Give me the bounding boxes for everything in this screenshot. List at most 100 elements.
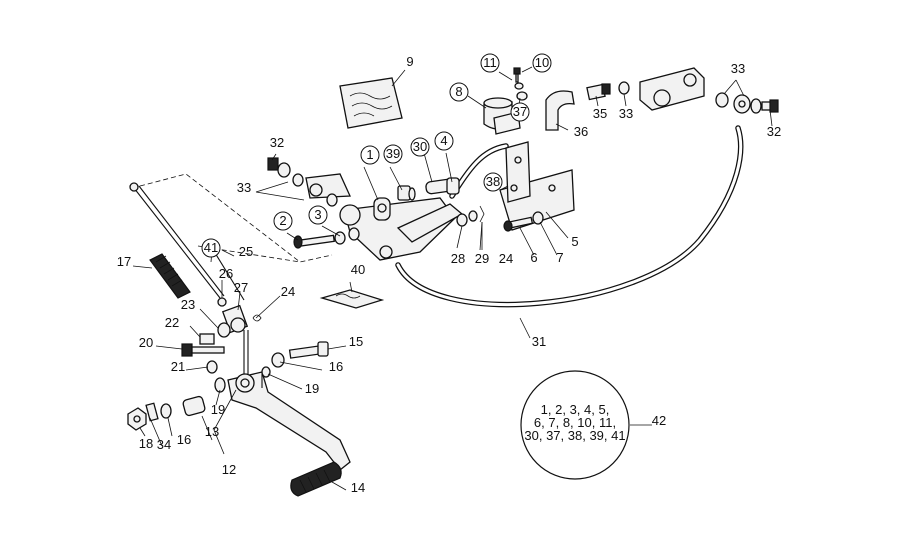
callout-number: 5 xyxy=(571,234,578,249)
callout-number: 38 xyxy=(486,174,500,189)
callout-number: 24 xyxy=(499,251,513,266)
callout-29: 29 xyxy=(475,251,489,266)
callout-12: 12 xyxy=(222,462,236,477)
pressure-switch-35 xyxy=(586,83,611,101)
callout-34: 34 xyxy=(157,437,171,452)
callout-number: 4 xyxy=(440,133,447,148)
callout-number: 21 xyxy=(171,359,185,374)
fitting-39 xyxy=(397,185,416,201)
bolt-20 xyxy=(181,343,225,357)
kit-line-2: 6, 7, 8, 10, 11, xyxy=(534,415,616,430)
master-cylinder xyxy=(339,197,464,261)
callout-24: 24 xyxy=(281,284,295,299)
seal-kit-9 xyxy=(339,77,403,129)
callout-number: 15 xyxy=(349,334,363,349)
callout-number: 24 xyxy=(281,284,295,299)
callout-38: 38 xyxy=(483,172,503,192)
callout-circle xyxy=(410,137,430,157)
callout-39: 39 xyxy=(383,144,403,164)
callout-3: 3 xyxy=(308,205,328,225)
brake-pedal-lever-12 xyxy=(227,371,351,471)
callout-19: 19 xyxy=(211,402,225,417)
nut-22 xyxy=(199,333,215,345)
callout-10: 10 xyxy=(532,53,552,73)
clip-4 xyxy=(446,177,460,195)
callout-number: 7 xyxy=(556,250,563,265)
callout-number: 39 xyxy=(386,146,400,161)
elbow-fitting-36 xyxy=(545,90,575,131)
callout-circle xyxy=(383,144,403,164)
callout-33: 33 xyxy=(619,106,633,121)
callout-number: 20 xyxy=(139,335,153,350)
callout-24: 24 xyxy=(499,251,513,266)
callout-circle xyxy=(308,205,328,225)
banjo-fitting-1 xyxy=(373,197,391,221)
callout-26: 26 xyxy=(219,266,233,281)
callout-14: 14 xyxy=(351,480,365,495)
kit-line-3: 30, 37, 38, 39, 41 xyxy=(524,428,625,443)
callout-number: 1 xyxy=(366,147,373,162)
callout-number: 8 xyxy=(455,84,462,99)
callout-number: 17 xyxy=(117,254,131,269)
callout-number: 33 xyxy=(237,180,251,195)
callout-33: 33 xyxy=(237,180,251,195)
callout-number: 3 xyxy=(314,207,321,222)
callout-25: 25 xyxy=(239,244,253,259)
callout-6: 6 xyxy=(530,250,537,265)
callout-number: 29 xyxy=(475,251,489,266)
callout-circle xyxy=(532,53,552,73)
washer-16-lower xyxy=(160,403,172,419)
callout-circle xyxy=(273,211,293,231)
washer-23 xyxy=(217,322,231,338)
callout-4: 4 xyxy=(434,131,454,151)
callout-23: 23 xyxy=(181,297,195,312)
callout-number: 36 xyxy=(574,124,588,139)
callout-circle xyxy=(510,102,530,122)
callout-number: 33 xyxy=(619,106,633,121)
callout-number: 9 xyxy=(406,54,413,69)
callout-number: 18 xyxy=(139,436,153,451)
bolt-6 xyxy=(503,216,534,232)
kit-circle-42: 1, 2, 3, 4, 5, 6, 7, 8, 10, 11, 30, 37, … xyxy=(520,370,630,480)
callout-number: 34 xyxy=(157,437,171,452)
callout-number: 13 xyxy=(205,424,219,439)
pedal-rubber-14 xyxy=(290,461,342,497)
washer-3 xyxy=(334,227,360,245)
kit-line-1: 1, 2, 3, 4, 5, xyxy=(541,402,610,417)
callout-number: 14 xyxy=(351,480,365,495)
callout-13: 13 xyxy=(205,424,219,439)
callout-circle xyxy=(434,131,454,151)
brake-caliper xyxy=(639,67,705,111)
pivot-bolt-15 xyxy=(288,341,329,359)
callout-41: 41 xyxy=(201,238,221,258)
callout-20: 20 xyxy=(139,335,153,350)
callout-number: 2 xyxy=(279,213,286,228)
washer-16-upper xyxy=(271,352,285,368)
callout-19: 19 xyxy=(305,381,319,396)
callout-number: 40 xyxy=(351,262,365,277)
callout-number: 42 xyxy=(652,413,666,428)
screw-10 xyxy=(513,67,521,83)
callout-8: 8 xyxy=(449,82,469,102)
callout-circle xyxy=(480,53,500,73)
callout-circle xyxy=(201,238,221,258)
callout-number: 37 xyxy=(513,104,527,119)
callout-18: 18 xyxy=(139,436,153,451)
callout-number: 19 xyxy=(305,381,319,396)
callout-27: 27 xyxy=(234,280,248,295)
brake-rod xyxy=(129,182,225,299)
callout-17: 17 xyxy=(117,254,131,269)
brake-hose-31 xyxy=(395,125,744,308)
banjo-left xyxy=(267,157,351,207)
callout-36: 36 xyxy=(574,124,588,139)
bushing-13 xyxy=(182,395,206,417)
washer-34 xyxy=(145,402,159,422)
callout-37: 37 xyxy=(510,102,530,122)
callout-number: 28 xyxy=(451,251,465,266)
callout-9: 9 xyxy=(406,54,413,69)
callout-32: 32 xyxy=(270,135,284,150)
callout-5: 5 xyxy=(571,234,578,249)
callout-number: 32 xyxy=(270,135,284,150)
callout-number: 30 xyxy=(413,139,427,154)
